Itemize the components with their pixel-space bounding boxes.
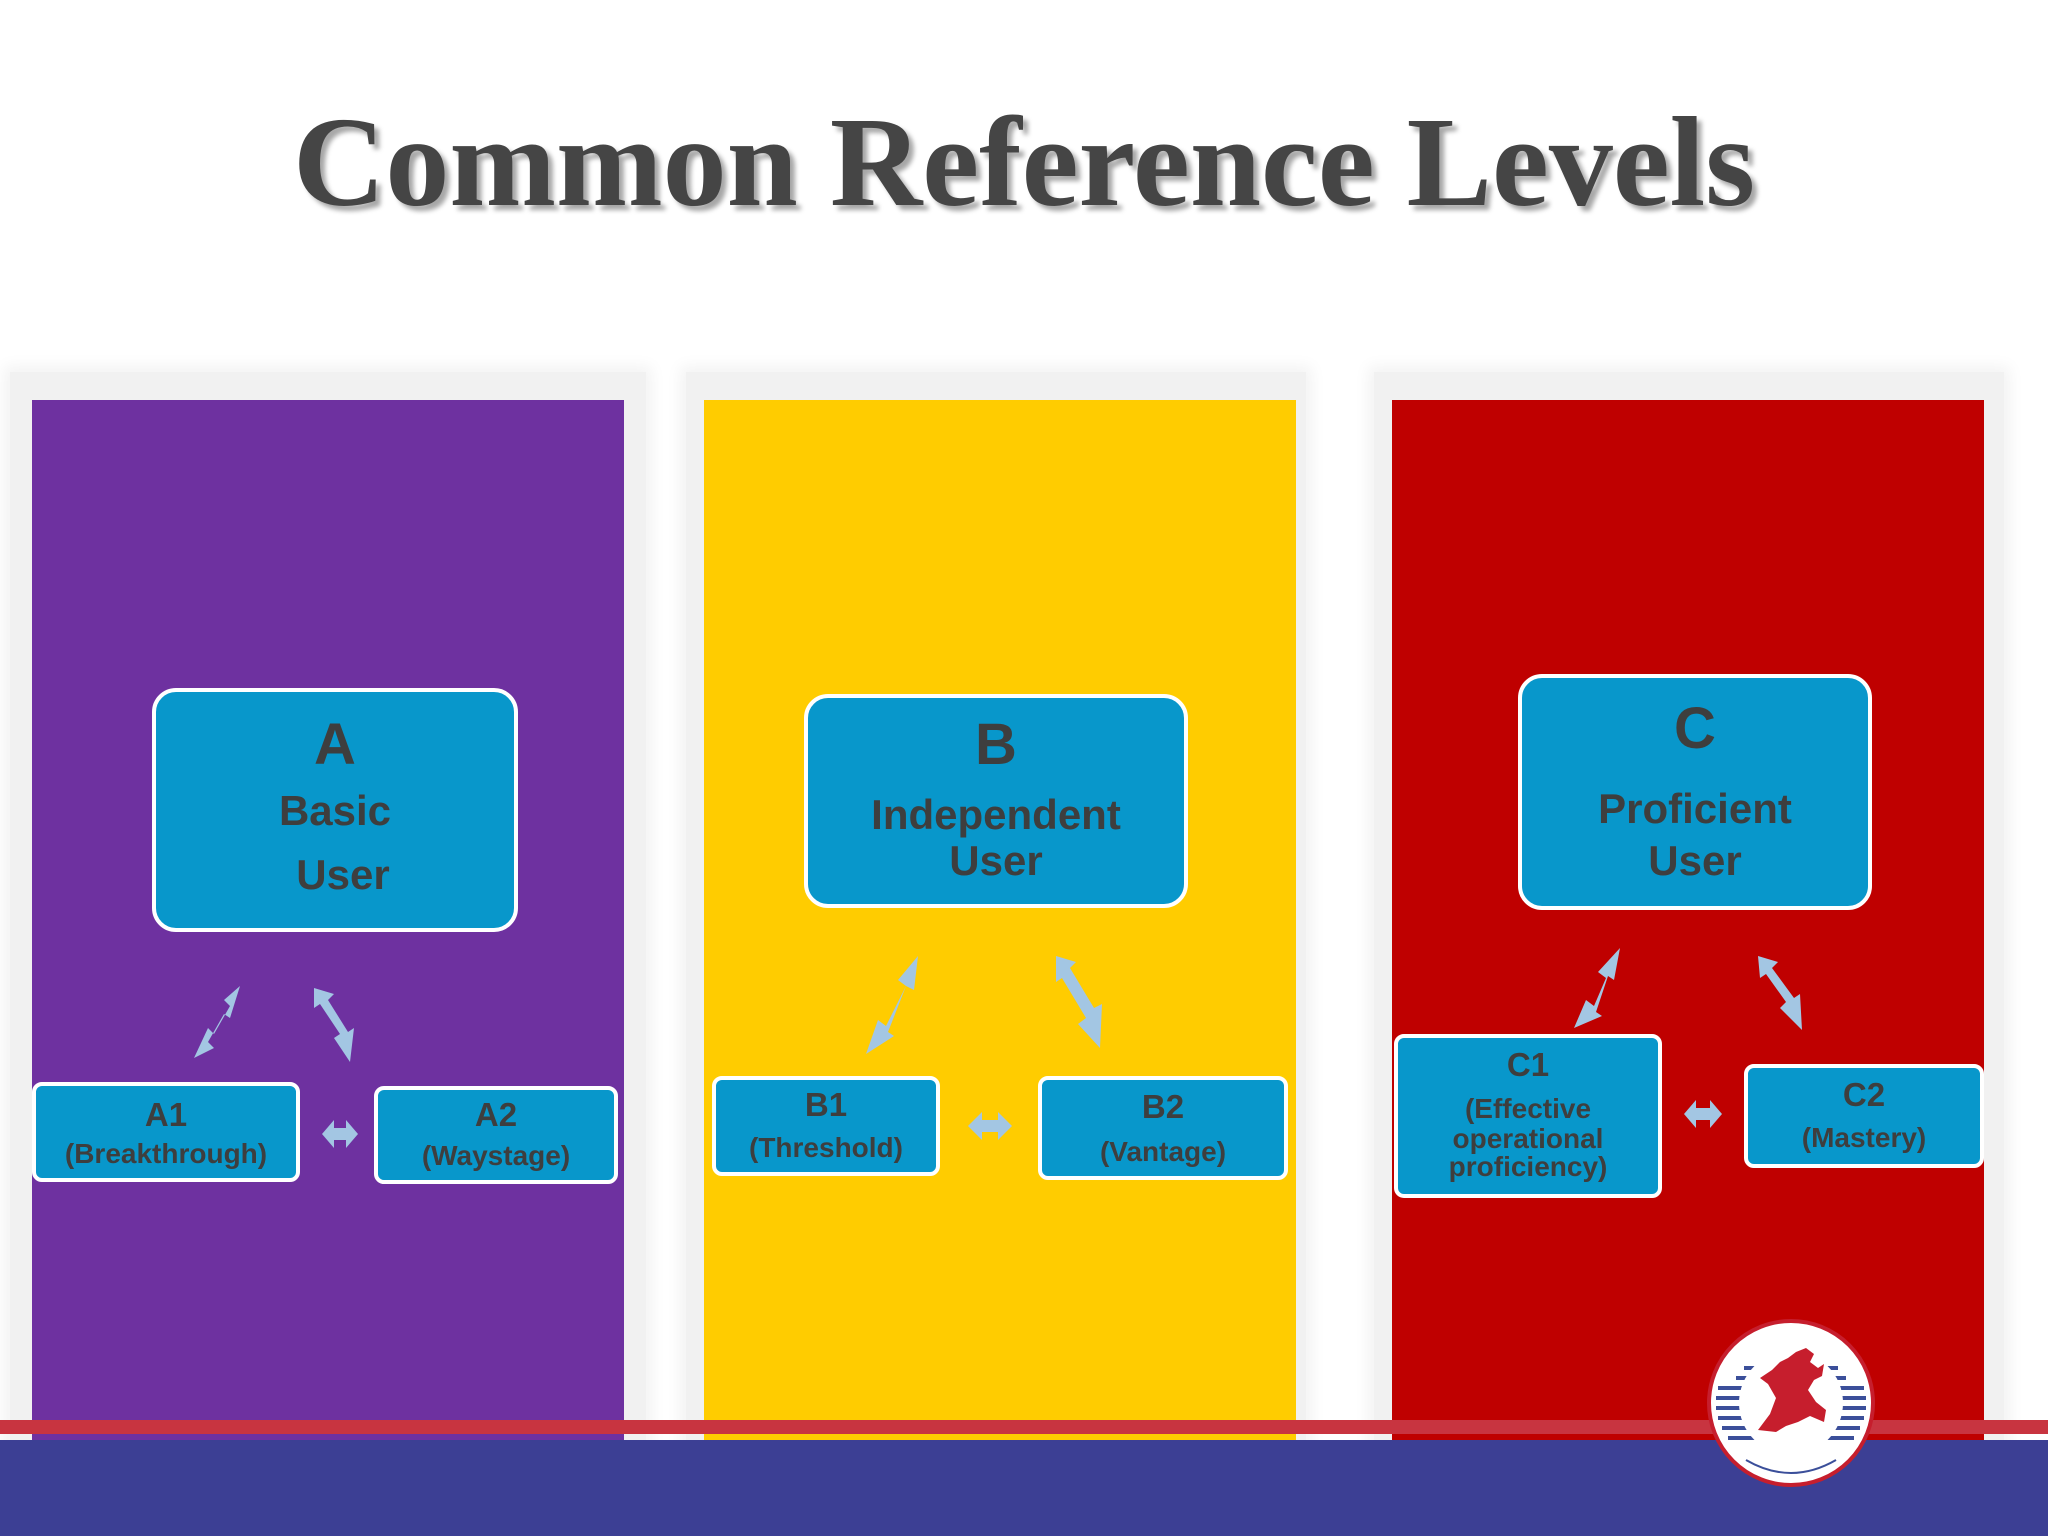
level-name-line-1: Independent [871, 791, 1121, 838]
footer-bar [0, 1440, 2048, 1536]
sublevel-code: A2 [474, 1096, 518, 1133]
double-arrow-icon [1574, 948, 1802, 1030]
sublevel-desc-line-1: (Effective [1464, 1093, 1592, 1124]
sublevel-desc: (Threshold) [749, 1132, 903, 1163]
sublevel-c1-box: C1 (Effective operational proficiency) [1394, 1034, 1662, 1198]
level-name-line-2: User [1648, 837, 1742, 884]
level-letter: A [314, 712, 356, 777]
level-name-line-1: Proficient [1598, 785, 1792, 832]
level-name-line-2: User [949, 837, 1043, 884]
arrow-right [1056, 956, 1102, 1048]
panel-c: C Proficient User C1 (Effective operatio… [1392, 400, 1984, 1440]
arrow-right [1758, 956, 1802, 1030]
sublevel-desc: (Breakthrough) [64, 1138, 268, 1169]
sublevel-code: C2 [1842, 1076, 1886, 1113]
sublevel-code: B2 [1141, 1088, 1185, 1125]
sublevel-code: C1 [1506, 1046, 1550, 1083]
sublevel-desc-line-2: operational [1452, 1123, 1604, 1154]
level-letter: C [1674, 696, 1716, 761]
sublevel-b2-box: B2 (Vantage) [1038, 1076, 1288, 1180]
level-letter: B [975, 712, 1017, 777]
level-a-box: A Basic User [152, 688, 518, 932]
sublevel-a1-box: A1 (Breakthrough) [32, 1082, 300, 1182]
arrow-left [1574, 948, 1620, 1028]
sublevel-a2-box: A2 (Waystage) [374, 1086, 618, 1184]
sublevel-code: B1 [804, 1086, 848, 1123]
level-b-box: B Independent User [804, 694, 1188, 908]
arrow-left [866, 956, 918, 1054]
sublevel-code: A1 [144, 1096, 188, 1133]
slide-title: Common Reference Levels [292, 91, 1756, 233]
level-c-box: C Proficient User [1518, 674, 1872, 910]
sublevel-c2-box: C2 (Mastery) [1744, 1064, 1984, 1168]
level-name-line-1: Basic [278, 787, 392, 834]
double-arrow-icon [194, 986, 354, 1062]
university-seal-icon [1707, 1319, 1875, 1487]
double-arrow-icon [866, 956, 1102, 1054]
sublevel-desc-line-3: proficiency) [1448, 1151, 1608, 1182]
level-name-line-2: User [296, 851, 390, 898]
arrow-right [314, 988, 354, 1062]
horizontal-double-arrow-icon [968, 1112, 1012, 1140]
sublevel-desc: (Waystage) [421, 1140, 571, 1171]
sublevel-desc: (Mastery) [1801, 1122, 1927, 1153]
arrow-left [194, 986, 240, 1058]
panel-b: B Independent User B1 (Threshold) B2 (Va… [704, 400, 1296, 1440]
footer-accent-line [0, 1420, 2048, 1434]
horizontal-double-arrow-icon [322, 1120, 358, 1148]
sublevel-b1-box: B1 (Threshold) [712, 1076, 940, 1176]
panel-a: A Basic User A1 (Breakthrough) A2 (Wayst… [32, 400, 624, 1440]
sublevel-desc: (Vantage) [1099, 1136, 1227, 1167]
horizontal-double-arrow-icon [1684, 1100, 1722, 1128]
